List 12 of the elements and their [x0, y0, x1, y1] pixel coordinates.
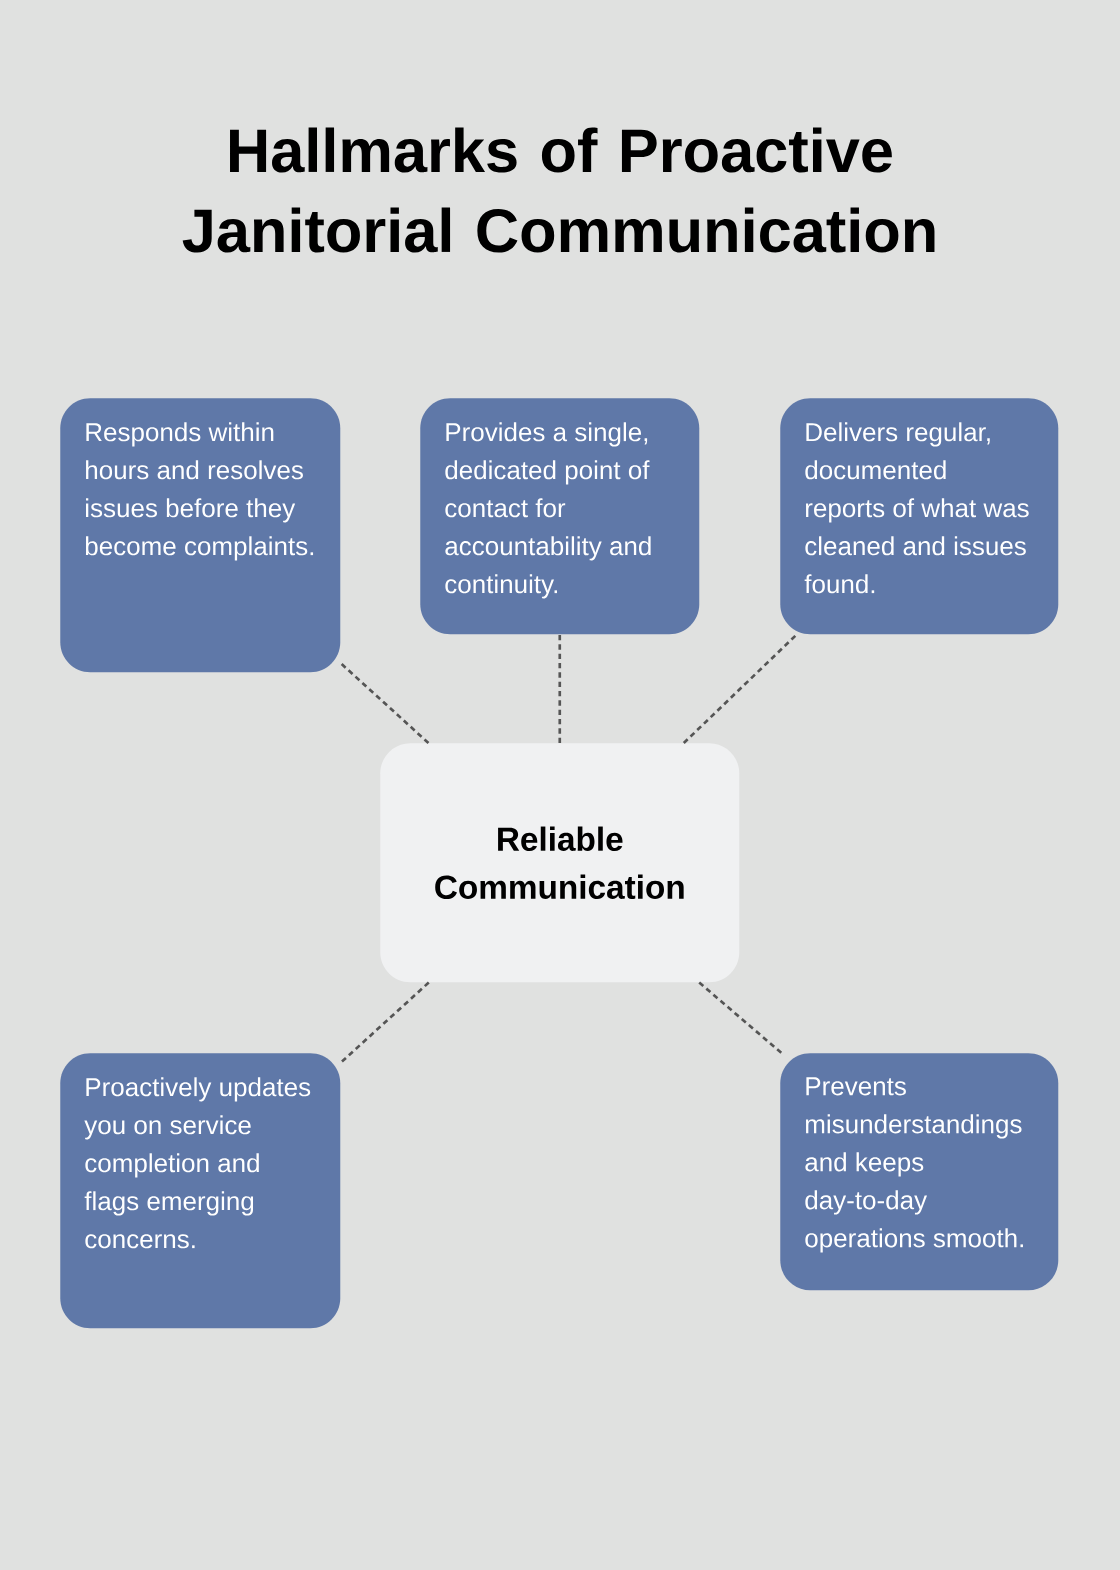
text-box: Responds within hours and resolves issues before they become complaints. — [60, 398, 341, 673]
text-box: Prevents misunderstandings and keeps day-to-day operations smooth. — [780, 1053, 1059, 1291]
text-box: Proactively updates you on service completion and flags emerging concerns. — [60, 1053, 341, 1329]
text-box: Provides a single, dedicated point of contact for accountability and continuity. — [420, 398, 700, 635]
title: Hallmarks of Proactive Janitorial Communication — [182, 127, 935, 253]
center-box: Reliable Communication — [380, 743, 740, 983]
connector-line — [682, 633, 798, 744]
connector-line — [339, 662, 430, 744]
text-box: Delivers regular, documented reports of what was cleaned and issues found. — [780, 398, 1059, 635]
connector-line — [698, 981, 783, 1055]
connector-line — [339, 981, 430, 1064]
connector-line — [558, 634, 562, 743]
